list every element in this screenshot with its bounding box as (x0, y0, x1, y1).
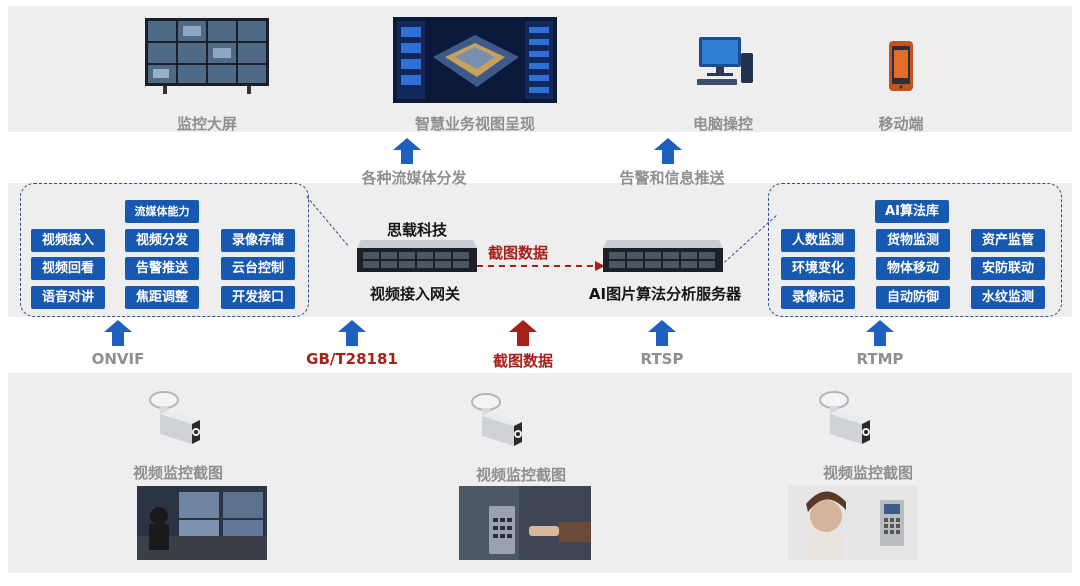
streaming-distribution-label: 各种流媒体分发 (361, 169, 467, 187)
capability-playback: 视频回看 (31, 257, 105, 280)
screenshot-data-arrow-icon (477, 260, 605, 272)
algorithm-object-movement: 物体移动 (876, 257, 950, 280)
up-arrow-icon (104, 320, 132, 346)
protocol-rtsp: RTSP (640, 350, 684, 368)
camera-label: 视频监控截图 (475, 466, 566, 484)
camera-icon (146, 388, 210, 450)
video-wall-label: 监控大屏 (176, 115, 237, 133)
computer-icon (693, 35, 755, 87)
up-arrow-icon (654, 138, 682, 164)
vendor-label: 思载科技 (386, 221, 447, 239)
capability-title-badge: 流媒体能力 (125, 200, 199, 223)
capability-voice-intercom: 语音对讲 (31, 286, 105, 309)
capability-focus-adjust: 焦距调整 (125, 286, 199, 309)
mobile-label: 移动端 (878, 115, 924, 133)
algorithm-security-linkage: 安防联动 (971, 257, 1045, 280)
up-arrow-icon (648, 320, 676, 346)
algorithm-auto-defense: 自动防御 (876, 286, 950, 309)
alert-push-label: 告警和信息推送 (619, 169, 725, 187)
algorithm-water-monitor: 水纹监测 (971, 286, 1045, 309)
ai-server-label: AI图片算法分析服务器 (588, 285, 742, 303)
algorithm-cargo-monitor: 货物监测 (876, 229, 950, 252)
capability-alert-push: 告警推送 (125, 257, 199, 280)
camera-icon (816, 388, 880, 450)
computer-label: 电脑操控 (692, 115, 753, 133)
up-arrow-icon (338, 320, 366, 346)
protocol-screenshot-data: 截图数据 (492, 352, 553, 370)
streaming-capabilities-box (20, 183, 309, 317)
algorithm-recording-marker: 录像标记 (781, 286, 855, 309)
protocol-onvif: ONVIF (91, 350, 145, 368)
access-keypad-photo (459, 486, 591, 560)
capability-video-access: 视频接入 (31, 229, 105, 252)
camera-label: 视频监控截图 (822, 464, 913, 482)
up-arrow-icon (393, 138, 421, 164)
dashboard-label: 智慧业务视图呈现 (414, 115, 535, 133)
up-arrow-icon (866, 320, 894, 346)
screenshot-data-link-label: 截图数据 (487, 244, 548, 262)
dashboard-image (393, 17, 557, 103)
capability-recording-storage: 录像存储 (221, 229, 295, 252)
capability-dev-interface: 开发接口 (221, 286, 295, 309)
video-wall-image (143, 16, 271, 96)
algorithm-people-count: 人数监测 (781, 229, 855, 252)
algorithm-asset-supervision: 资产监管 (971, 229, 1045, 252)
capability-ptz-control: 云台控制 (221, 257, 295, 280)
algorithm-environment-change: 环境变化 (781, 257, 855, 280)
algorithm-library-title-badge: AI算法库 (875, 200, 949, 223)
capability-video-distribution: 视频分发 (125, 229, 199, 252)
ai-algorithm-library-box (768, 183, 1062, 317)
mobile-phone-icon (888, 40, 914, 92)
face-access-photo (788, 486, 918, 560)
monitoring-room-photo (137, 486, 267, 560)
protocol-rtmp: RTMP (856, 350, 904, 368)
up-arrow-red-icon (509, 320, 537, 346)
gateway-server-image (355, 240, 477, 274)
gateway-label: 视频接入网关 (369, 285, 460, 303)
protocol-gb28181: GB/T28181 (306, 350, 398, 368)
ai-server-image (601, 240, 723, 274)
camera-icon (468, 390, 532, 452)
camera-label: 视频监控截图 (132, 464, 223, 482)
